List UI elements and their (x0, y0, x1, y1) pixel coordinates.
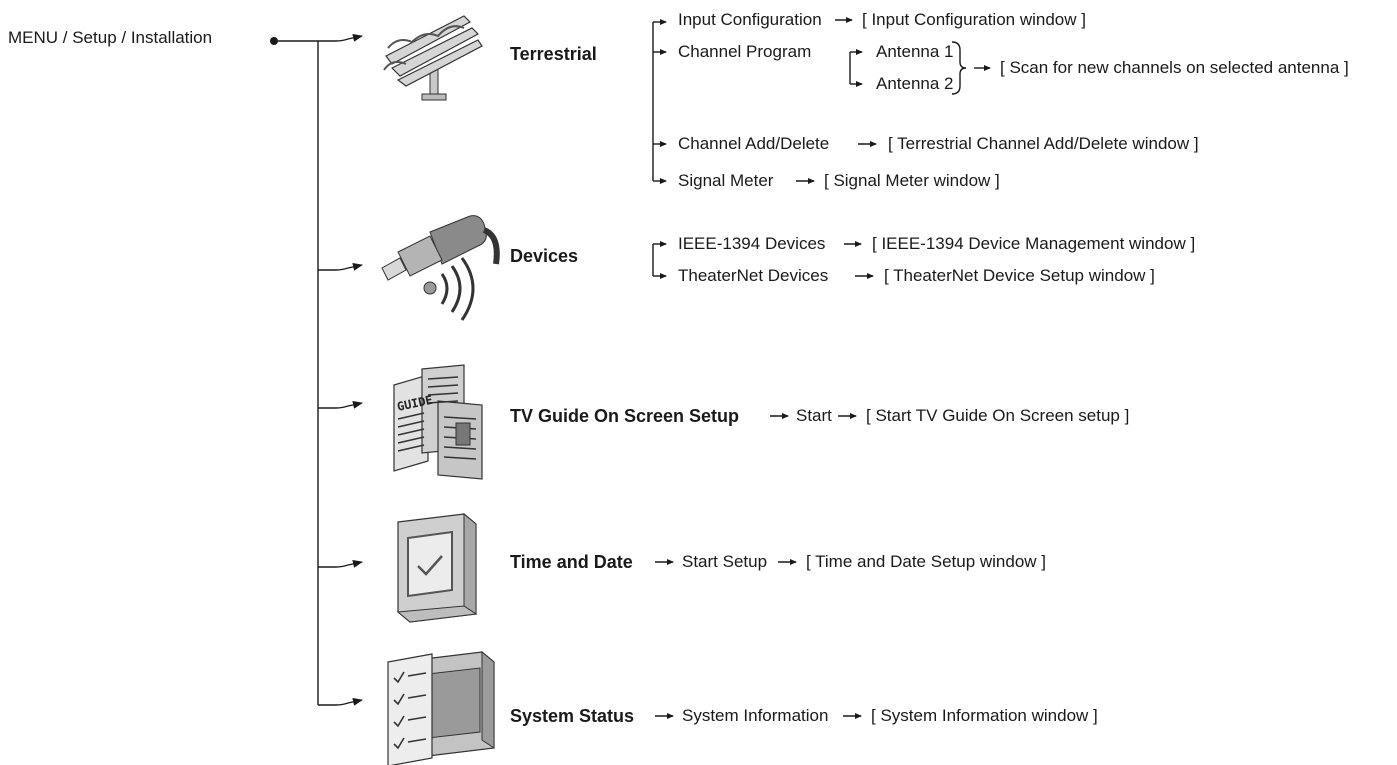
antenna-icon (383, 15, 483, 101)
root-node-dot (270, 37, 278, 45)
antenna-curly-brace (951, 41, 967, 95)
ieee-1394-devices-label: IEEE-1394 Devices (678, 234, 826, 253)
scan-channels-target: [ Scan for new channels on selected ante… (1000, 58, 1349, 77)
antenna-1-label: Antenna 1 (876, 42, 954, 61)
devices-label: Devices (510, 246, 579, 266)
channel-add-delete-label: Channel Add/Delete (678, 134, 830, 153)
guide-icon: GUIDE (393, 364, 483, 480)
branch-arrow-devices (318, 262, 363, 271)
terrestrial-label: Terrestrial (510, 44, 597, 64)
root-path-label: MENU / Setup / Installation (8, 28, 213, 47)
channel-add-delete-target: [ Terrestrial Channel Add/Delete window … (888, 134, 1199, 153)
time-and-date-label: Time and Date (510, 552, 633, 572)
signal-meter-target: [ Signal Meter window ] (824, 171, 1000, 190)
branch-arrow-terrestrial (318, 33, 363, 42)
ieee-1394-devices-target: [ IEEE-1394 Device Management window ] (872, 234, 1196, 253)
system-information-step: System Information (682, 706, 829, 725)
branch-arrow-tv-guide (318, 400, 363, 409)
tv-guide-start-step: Start (796, 406, 832, 425)
system-information-target: [ System Information window ] (871, 706, 1098, 725)
tv-checkmark-icon (396, 512, 478, 623)
cable-wireless-icon (381, 215, 500, 321)
channel-program-label: Channel Program (678, 42, 812, 61)
input-configuration-target: [ Input Configuration window ] (862, 10, 1086, 29)
theaternet-devices-target: [ TheaterNet Device Setup window ] (884, 266, 1155, 285)
checklist-monitor-icon (387, 650, 495, 765)
branch-arrow-system-status (318, 697, 363, 706)
antenna-2-label: Antenna 2 (876, 74, 954, 93)
tv-guide-target: [ Start TV Guide On Screen setup ] (866, 406, 1130, 425)
signal-meter-label: Signal Meter (678, 171, 774, 190)
time-date-start-setup-step: Start Setup (682, 552, 768, 571)
theaternet-devices-label: TheaterNet Devices (678, 266, 829, 285)
time-date-target: [ Time and Date Setup window ] (806, 552, 1047, 571)
input-configuration-label: Input Configuration (678, 10, 822, 29)
system-status-label: System Status (510, 706, 635, 726)
branch-arrow-time-date (318, 559, 363, 568)
tv-guide-setup-label: TV Guide On Screen Setup (510, 406, 740, 426)
